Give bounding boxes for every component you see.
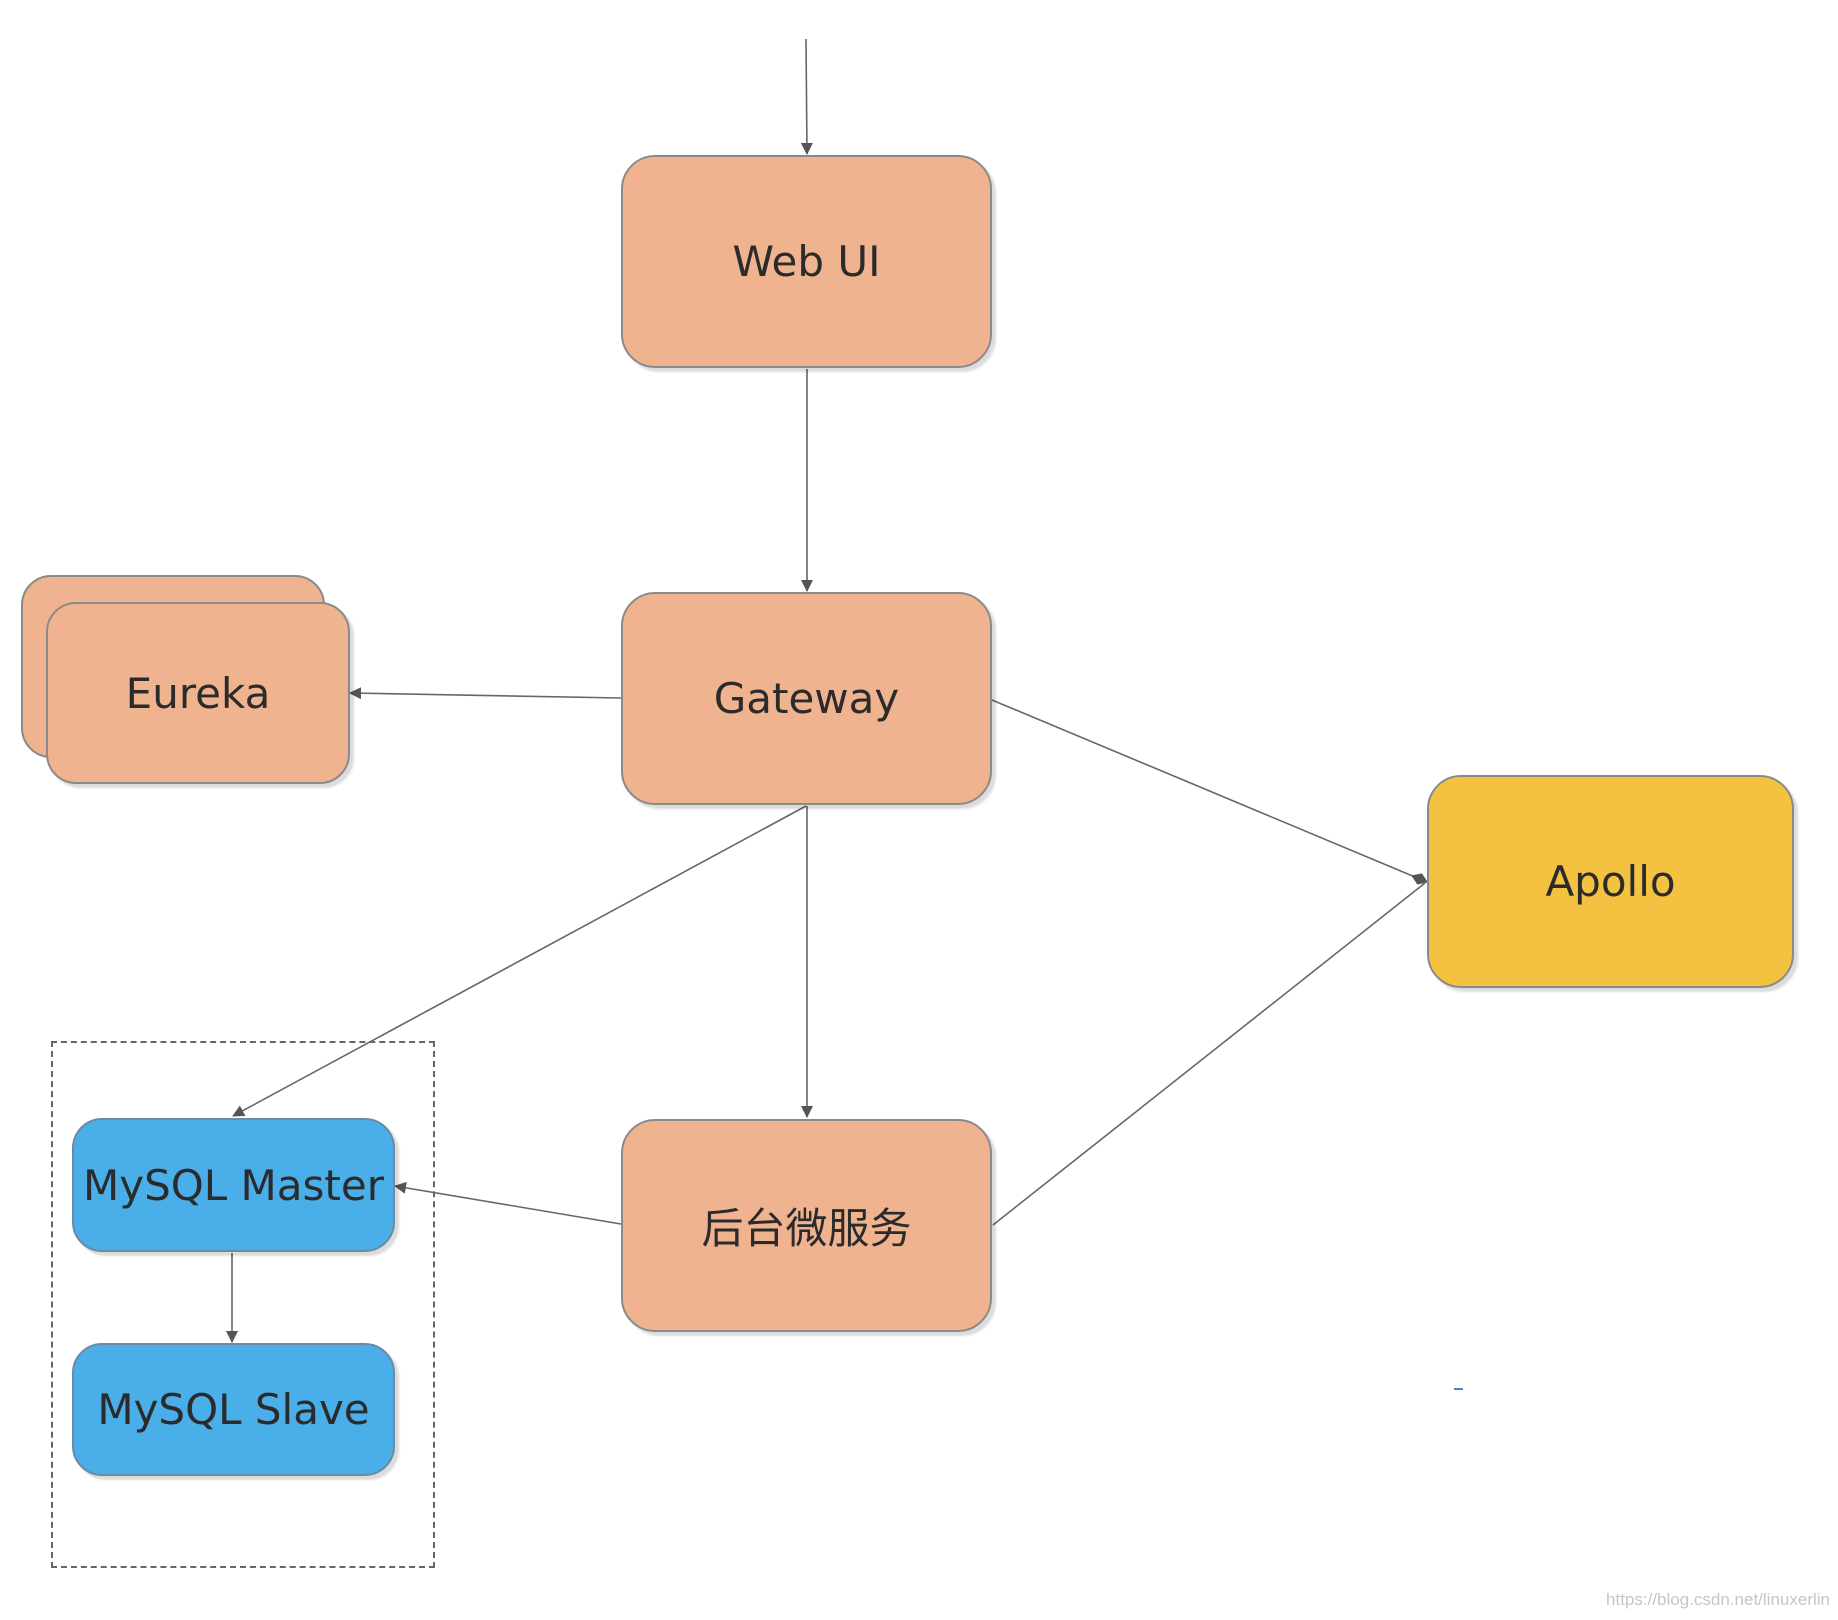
watermark: https://blog.csdn.net/linuxerlin	[1606, 1590, 1830, 1609]
eureka-label: Eureka	[125, 668, 271, 718]
gateway-label: Gateway	[713, 674, 900, 723]
edge-entry-to-web-ui	[800, 38, 813, 155]
mysql-cluster-group	[51, 1041, 435, 1568]
web-ui-node[interactable]: Web UI	[621, 155, 992, 368]
apollo-node[interactable]: Apollo	[1427, 775, 1794, 988]
eureka-node[interactable]: Eureka	[46, 602, 350, 784]
mysql-master-node[interactable]: MySQL Master	[72, 1118, 395, 1252]
edge-backend-to-apollo	[992, 882, 1426, 1226]
mysql-slave-node[interactable]: MySQL Slave	[72, 1343, 395, 1476]
web-ui-label: Web UI	[732, 237, 881, 286]
edge-gateway-to-eureka	[349, 687, 622, 700]
gateway-node[interactable]: Gateway	[621, 592, 992, 805]
mysql-slave-label: MySQL Slave	[97, 1385, 370, 1434]
backend-microservice-label: 后台微服务	[701, 1204, 912, 1253]
backend-microservice-node[interactable]: 后台微服务	[621, 1119, 992, 1332]
stray-mark	[1454, 1388, 1463, 1390]
mysql-master-label: MySQL Master	[83, 1160, 384, 1210]
edge-gateway-to-apollo	[991, 699, 1428, 885]
apollo-label: Apollo	[1545, 857, 1676, 906]
